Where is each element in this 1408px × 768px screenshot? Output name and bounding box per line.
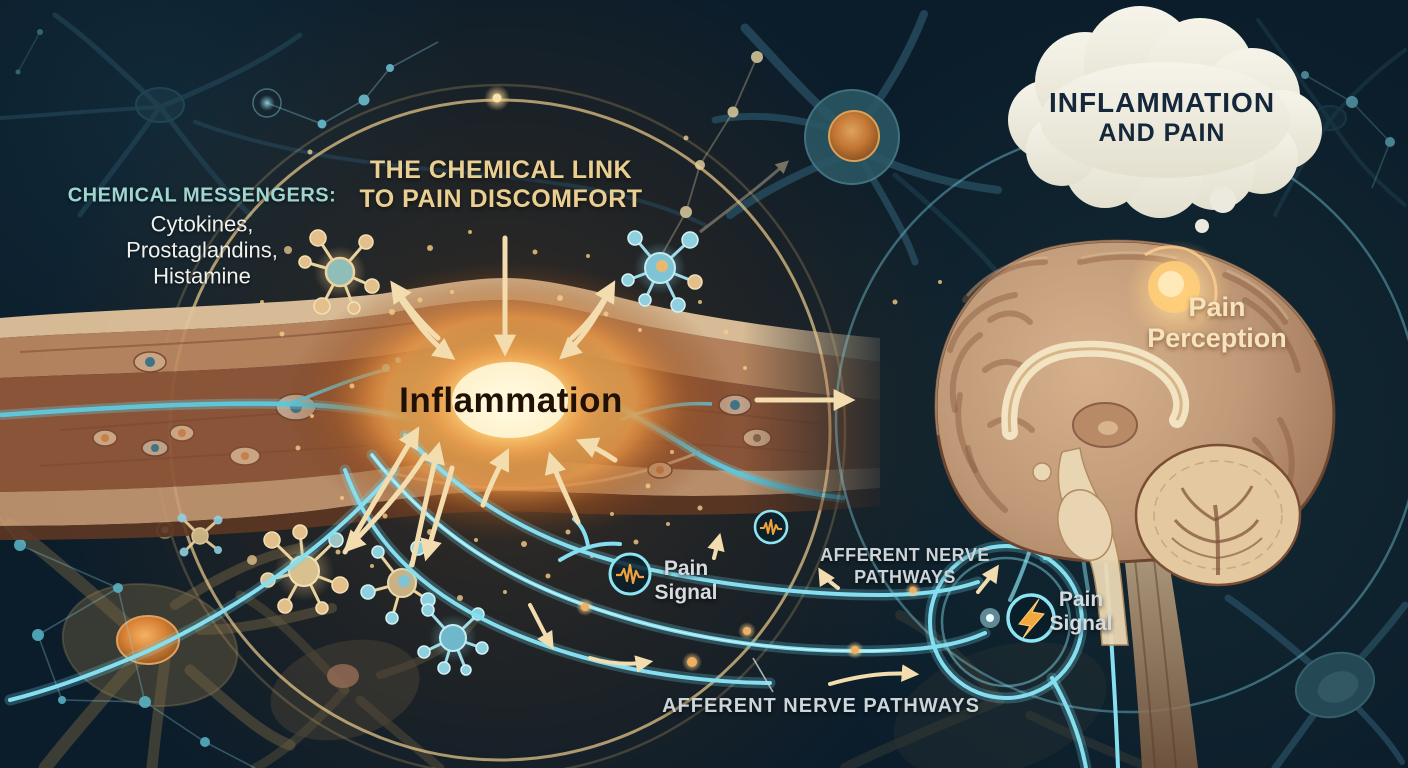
teal-neuron-top: [711, 10, 1045, 335]
molecule-gold-upper-left: [284, 229, 380, 315]
thought-bubble-small: [1195, 219, 1209, 233]
arrows: [342, 235, 999, 686]
brain-illustration: [834, 126, 1408, 768]
pain-perception-glow-spot: [1126, 240, 1230, 344]
molecule-small-left: [177, 513, 223, 557]
nerve-nodes: [576, 582, 921, 672]
thought-bubble-large: [1210, 187, 1236, 213]
corpus-callosum: [1001, 340, 1190, 440]
ecg-waveform-icon: [760, 519, 782, 535]
constellation-networks: [0, 29, 1395, 768]
thought-cloud: [1008, 6, 1322, 233]
tan-neuron-bottom-center: [235, 590, 479, 768]
pain-signal-b-badge: [1006, 593, 1056, 643]
inflammation-glow: [285, 262, 735, 542]
pain-signal-mid-badge: [753, 509, 789, 545]
molecule-cyan-upper-right: [621, 230, 703, 313]
pons: [1057, 489, 1113, 561]
molecule-gold-lower-left: [247, 524, 349, 615]
chemical-molecules: [177, 229, 703, 676]
ecg-waveform-icon: [616, 563, 644, 585]
pain-signal-a-badge: [608, 552, 652, 596]
molecule-cyan-lower: [417, 603, 489, 676]
cerebellum: [1134, 443, 1302, 587]
label-leader-line: [752, 657, 774, 693]
teal-neuron-bottom-right: [1224, 594, 1408, 768]
lightning-bolt-icon: [1018, 598, 1045, 639]
